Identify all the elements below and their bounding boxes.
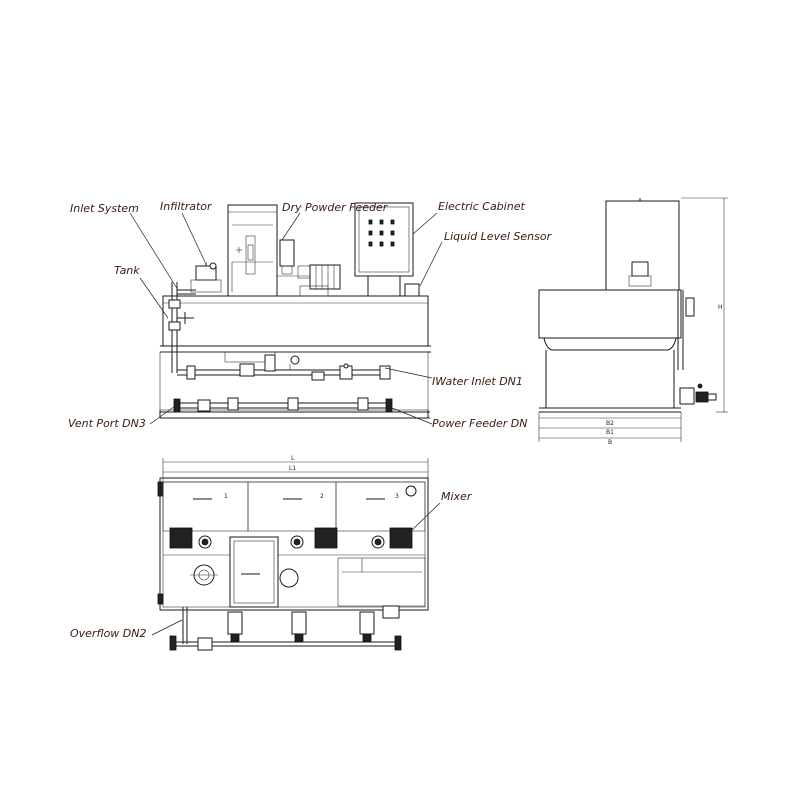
- label-dry-powder-feeder: Dry Powder Feeder: [282, 201, 389, 214]
- label-infiltrator: Infiltrator: [160, 200, 213, 213]
- top-body: [159, 477, 429, 611]
- label-electric-cabinet: Electric Cabinet: [438, 200, 525, 213]
- feeder-motor: [279, 239, 295, 267]
- mixer-motor: [309, 264, 341, 290]
- top-view: L L1 1 2 3: [157, 455, 429, 651]
- dim-b1: B1: [606, 429, 614, 436]
- dim-b: B: [608, 439, 612, 446]
- electric-cabinet: [354, 202, 414, 277]
- label-water-inlet: IWater Inlet DN1: [432, 375, 523, 388]
- callout-labels: Inlet System Infiltrator Dry Powder Feed…: [68, 200, 553, 640]
- tank-body: [162, 295, 429, 347]
- compartment-1: [162, 481, 249, 532]
- dim-l: L: [291, 455, 295, 462]
- compartment-2-number: 2: [320, 493, 324, 500]
- label-power-feeder: Power Feeder DN: [432, 417, 527, 430]
- side-tank: [538, 289, 682, 339]
- label-vent-port: Vent Port DN3: [68, 417, 146, 430]
- sensor-port: [405, 485, 417, 497]
- compartment-3: [335, 481, 426, 532]
- mixer-1: [169, 527, 212, 549]
- side-hopper: [605, 200, 680, 291]
- label-mixer: Mixer: [441, 490, 473, 503]
- compartment-3-number: 3: [395, 493, 399, 500]
- feeder-top: [229, 536, 279, 608]
- label-overflow: Overflow DN2: [70, 627, 146, 640]
- label-inlet-system: Inlet System: [70, 202, 139, 215]
- mixer-3: [371, 527, 413, 549]
- compartment-2: [247, 481, 337, 532]
- dim-l1: L1: [289, 465, 296, 472]
- mixer-2: [290, 527, 338, 549]
- cabinet-buttons: [368, 219, 395, 247]
- front-view: [159, 202, 431, 419]
- side-view: B2 B1 B H: [538, 197, 728, 446]
- liquid-level-sensor: [404, 283, 420, 297]
- dim-h: H: [718, 304, 723, 311]
- powder-hopper: [227, 204, 278, 297]
- label-liquid-level-sensor: Liquid Level Sensor: [444, 230, 553, 243]
- dim-b2: B2: [606, 420, 614, 427]
- label-tank: Tank: [114, 264, 140, 277]
- leader-lines: [129, 212, 443, 636]
- compartment-1-number: 1: [224, 493, 228, 500]
